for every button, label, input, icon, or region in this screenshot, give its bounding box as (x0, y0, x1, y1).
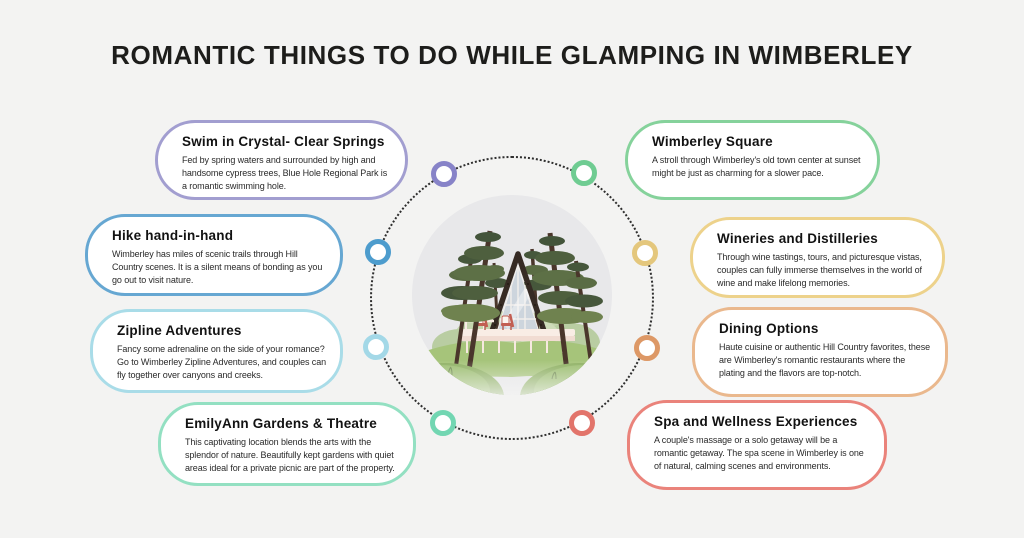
card-body: This captivating location blends the art… (185, 437, 395, 474)
pine-tree-icon (442, 230, 505, 378)
node-ring-wineries (632, 240, 658, 266)
dotted-connector-circle (370, 156, 654, 440)
card-wimberley-square: Wimberley Square A stroll through Wimber… (625, 120, 880, 200)
card-title: EmilyAnn Gardens & Theatre (185, 416, 377, 431)
node-ring-swim (431, 161, 457, 187)
card-body: Through wine tastings, tours, and pictur… (717, 252, 922, 289)
node-ring-dining (634, 335, 660, 361)
card-dining-options: Dining Options Haute cuisine or authenti… (692, 307, 948, 397)
a-frame-cabin-icon (461, 251, 575, 353)
glamping-cabin-illustration (412, 195, 612, 395)
card-body: A stroll through Wimberley's old town ce… (652, 155, 861, 179)
card-body: A couple's massage or a solo getaway wil… (654, 435, 864, 472)
card-title: Swim in Crystal- Clear Springs (182, 134, 385, 149)
card-swim-in-crystal-clear-springs: Swim in Crystal- Clear Springs Fed by sp… (155, 120, 408, 200)
card-title: Wimberley Square (652, 134, 773, 149)
card-title: Zipline Adventures (117, 323, 242, 338)
node-ring-zipline (363, 334, 389, 360)
card-wineries-and-distilleries: Wineries and Distilleries Through wine t… (690, 217, 945, 298)
card-title: Hike hand-in-hand (112, 228, 234, 243)
card-spa-and-wellness: Spa and Wellness Experiences A couple's … (627, 400, 887, 490)
card-title: Wineries and Distilleries (717, 231, 878, 246)
card-body: Fancy some adrenaline on the side of you… (117, 344, 327, 381)
node-ring-square (571, 160, 597, 186)
pine-tree-icon (565, 260, 603, 370)
card-body: Haute cuisine or authentic Hill Country … (719, 342, 931, 379)
card-emilyann-gardens-theatre: EmilyAnn Gardens & Theatre This captivat… (158, 402, 416, 486)
card-body: Fed by spring waters and surrounded by h… (182, 155, 388, 192)
node-ring-hike (365, 239, 391, 265)
node-ring-gardens (430, 410, 456, 436)
card-zipline-adventures: Zipline Adventures Fancy some adrenaline… (90, 309, 343, 393)
page-title: ROMANTIC THINGS TO DO WHILE GLAMPING IN … (111, 40, 913, 70)
node-ring-spa (569, 410, 595, 436)
card-title: Dining Options (719, 321, 819, 336)
deck-chair-icon (501, 313, 515, 330)
card-hike-hand-in-hand: Hike hand-in-hand Wimberley has miles of… (85, 214, 343, 296)
card-title: Spa and Wellness Experiences (654, 414, 858, 429)
card-body: Wimberley has miles of scenic trails thr… (112, 249, 323, 286)
